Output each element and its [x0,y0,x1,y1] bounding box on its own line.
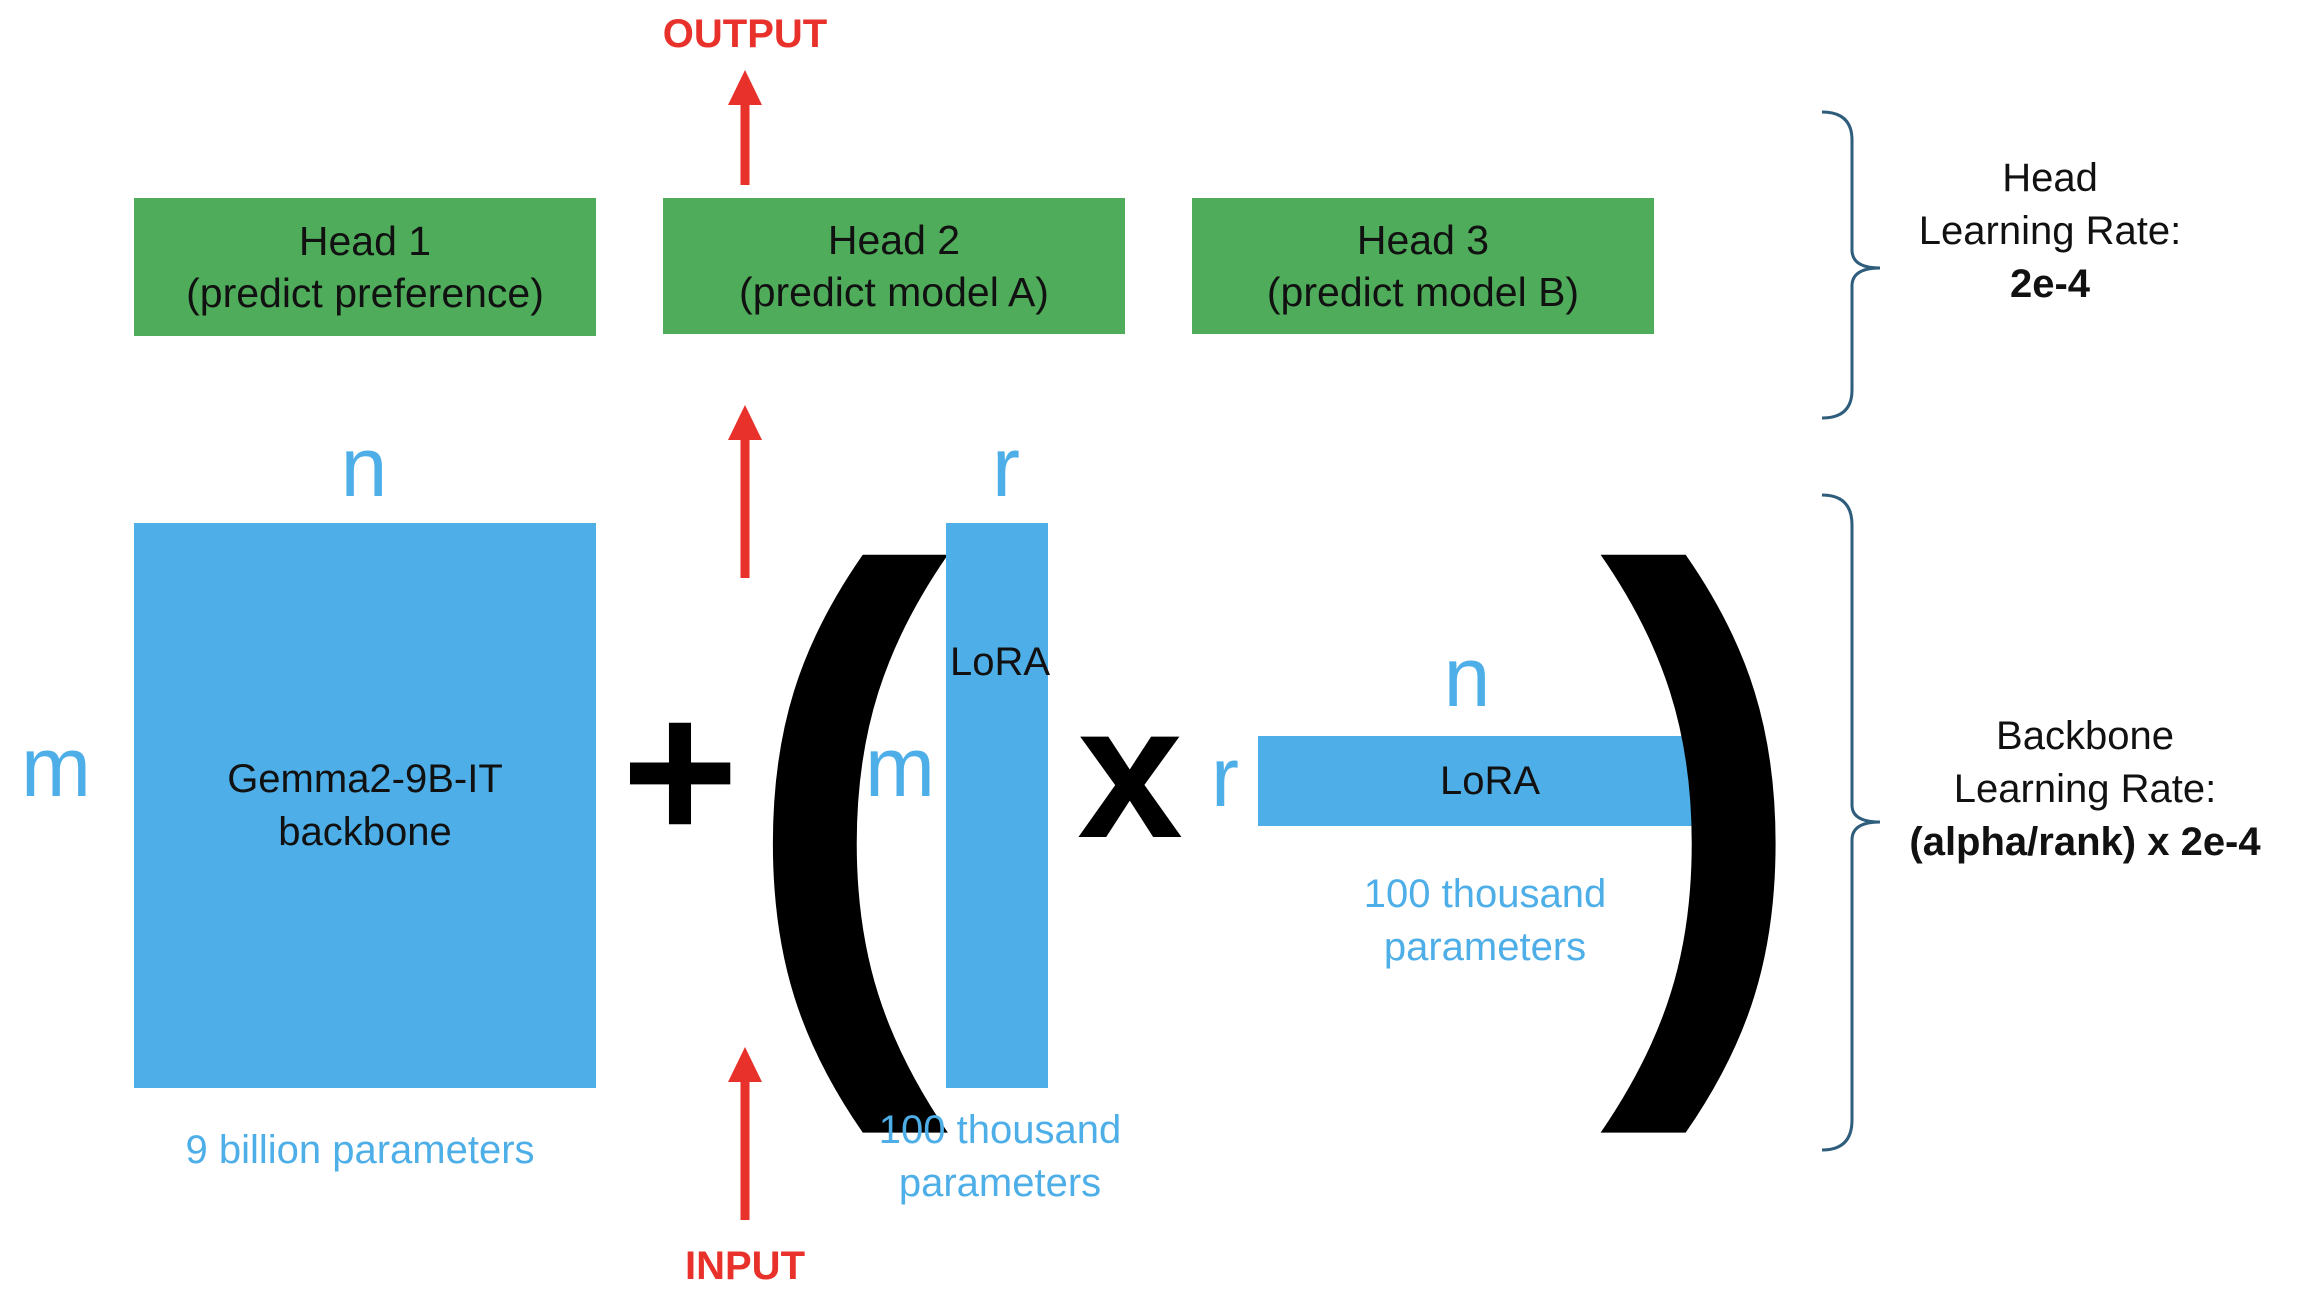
backbone-dim-n: n [340,420,388,514]
lora-a-params-line2: parameters [898,1161,1102,1205]
backbone-dim-m: m [21,720,91,814]
close-paren: ) [1600,444,1807,1136]
backbone-lr-line2: Learning Rate: [1953,767,2217,811]
head-lr-line2: Learning Rate: [1918,209,2182,253]
lora-b-params-line1: 100 thousand [1363,872,1607,916]
lora-b-matrix: LoRA [1258,736,1722,826]
lora-a-params: 100 thousand parameters [800,1104,1200,1210]
lora-a-params-line1: 100 thousand [878,1108,1122,1152]
lora-b-dim-r: r [1211,730,1239,824]
head-lr-value: 2e-4 [2009,262,2091,306]
output-arrow [728,70,762,185]
head-1-subtitle: (predict preference) [186,270,544,316]
head-2: Head 2 (predict model A) [663,198,1125,334]
head-1: Head 1 (predict preference) [134,198,596,336]
open-paren: ( [742,444,949,1136]
backbone-params: 9 billion parameters [185,1128,535,1172]
head-lr-line1: Head [2002,156,2098,200]
lora-b-params: 100 thousand parameters [1285,868,1685,974]
backbone-learning-rate: Backbone Learning Rate: (alpha/rank) x 2… [1880,710,2290,869]
plus-operator: + [621,660,739,883]
lora-b-dim-n: n [1443,630,1491,724]
head-brace-icon [1821,110,1881,420]
head-3-title: Head 3 [1356,217,1490,263]
input-arrow [728,1047,762,1220]
head-2-title: Head 2 [827,217,961,263]
head-learning-rate: Head Learning Rate: 2e-4 [1880,152,2220,311]
middle-arrow [728,405,762,578]
lora-b-label: LoRA [1439,758,1541,803]
times-operator: x [1077,666,1183,878]
output-label: OUTPUT [662,12,828,56]
head-2-subtitle: (predict model A) [739,269,1049,315]
lora-b-params-line2: parameters [1383,925,1587,969]
backbone-lr-value: (alpha/rank) x 2e-4 [1909,820,2261,864]
head-3: Head 3 (predict model B) [1192,198,1654,334]
head-1-title: Head 1 [298,218,432,264]
lora-a-dim-m: m [865,720,935,814]
backbone-lr-line1: Backbone [1996,714,2174,758]
backbone-word: backbone [278,809,452,854]
backbone-matrix: Gemma2-9B-IT backbone [134,523,596,1088]
lora-a-matrix [946,523,1048,1088]
input-label: INPUT [685,1244,805,1288]
backbone-name: Gemma2-9B-IT [227,756,503,801]
lora-a-dim-r: r [992,420,1020,514]
backbone-brace-icon [1821,493,1881,1152]
head-3-subtitle: (predict model B) [1266,269,1580,315]
lora-a-label: LoRA [949,640,1051,684]
